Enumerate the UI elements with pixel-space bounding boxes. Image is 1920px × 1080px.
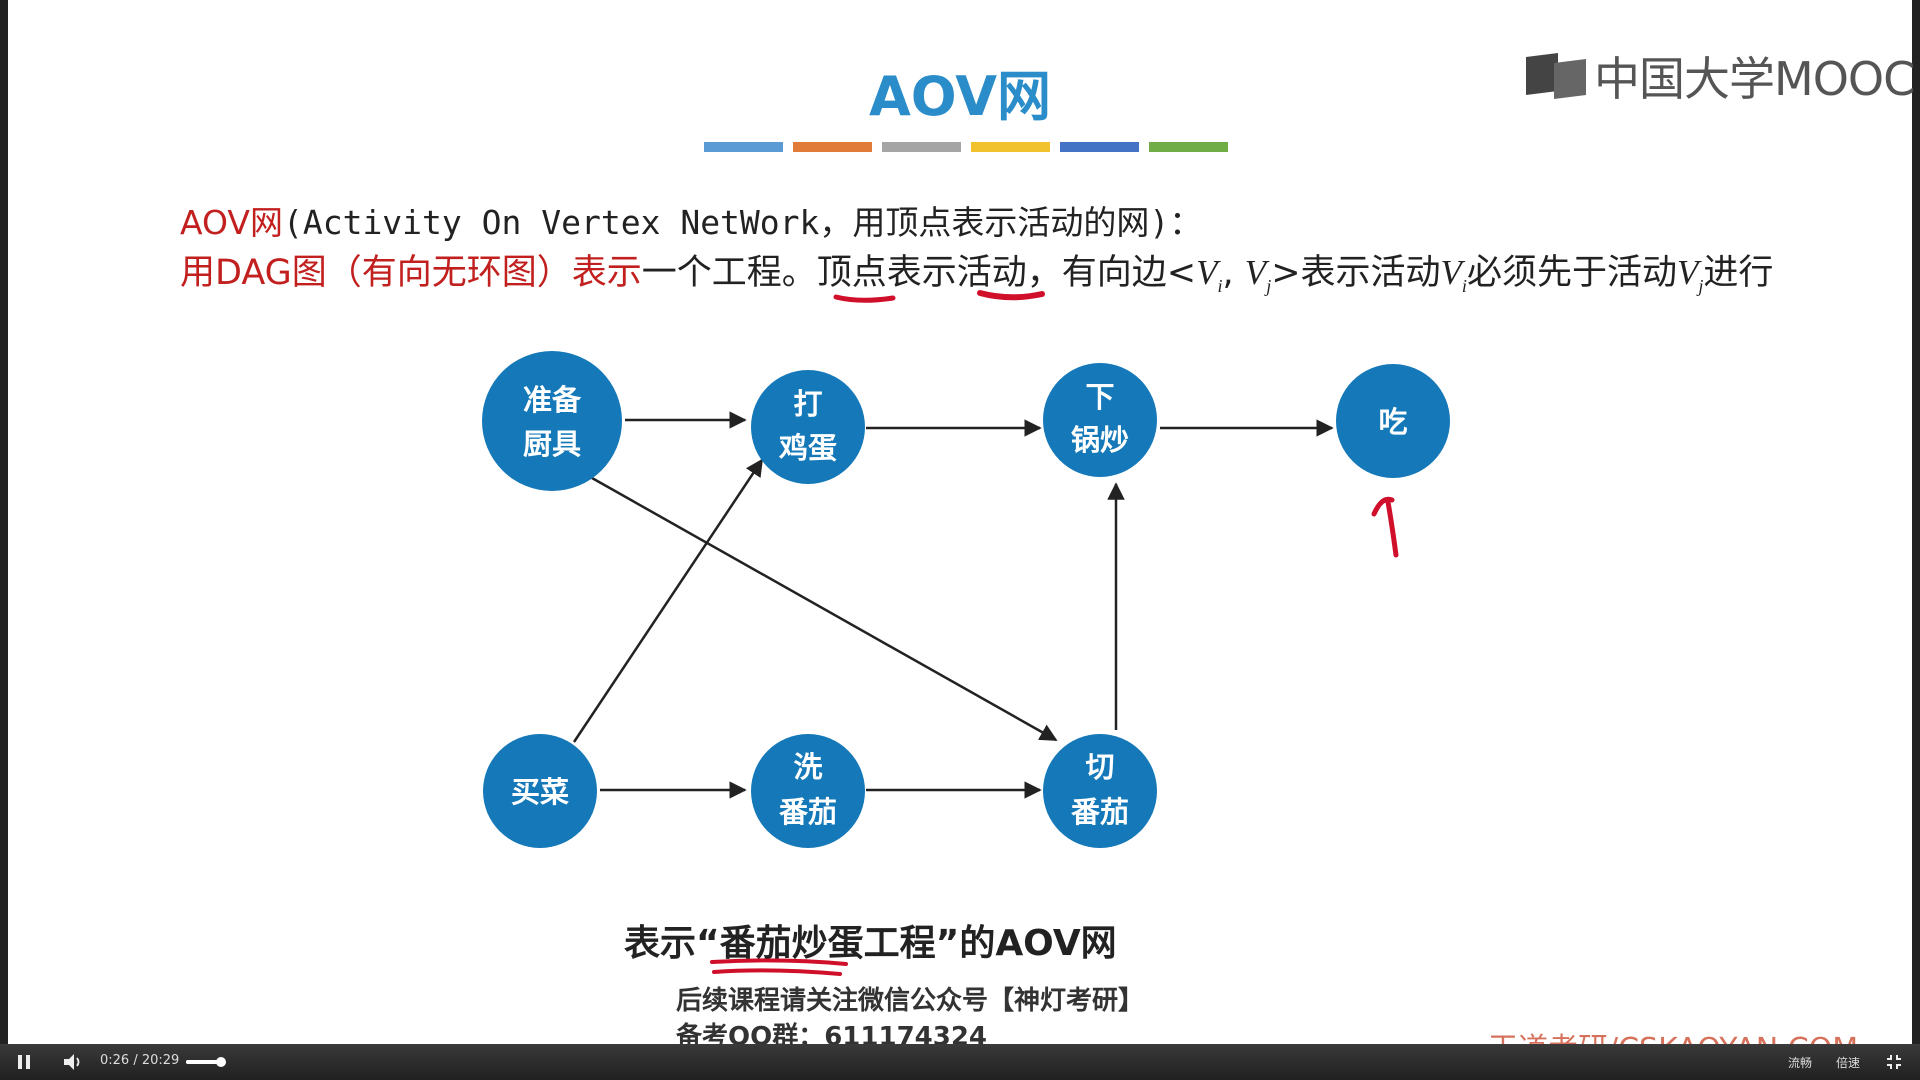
node-prepare-utensils: 准备 厨具 <box>482 351 622 491</box>
volume-button[interactable] <box>62 1052 84 1072</box>
mooc-logo-icon <box>1526 53 1586 99</box>
strip-segment-2 <box>793 142 872 152</box>
playback-time: 0:26 / 20:29 <box>100 1053 180 1068</box>
dag-phrase: 用DAG图（有向无环图）表示 <box>180 253 642 293</box>
vj-symbol: Vj <box>1244 253 1272 296</box>
definition-text-a: 一个工程。顶点表示活动，有向边< <box>641 253 1197 293</box>
definition-line-1: AOV网(Activity On Vertex NetWork，用顶点表示活动的… <box>180 196 1202 244</box>
node-beat-egg: 打 鸡蛋 <box>751 370 865 484</box>
progress-bar[interactable] <box>186 1057 226 1067</box>
svg-text:厨具: 厨具 <box>523 427 581 461</box>
edge-prepare-to-cut-tomato <box>591 476 1058 742</box>
definition-text-b: >表示活动 <box>1271 253 1441 293</box>
svg-text:买菜: 买菜 <box>511 775 569 809</box>
promo-wechat: 后续课程请关注微信公众号【神灯考研】 <box>676 986 1145 1016</box>
player-frame-left <box>0 0 8 1080</box>
definition-text-c: 必须先于活动 <box>1466 253 1677 293</box>
video-control-bar: 0:26 / 20:29 流畅 倍速 <box>0 1044 1920 1080</box>
pause-icon <box>18 1055 30 1069</box>
underline-annotation-activity <box>977 290 1045 301</box>
strip-segment-1 <box>704 142 783 152</box>
strip-segment-4 <box>971 142 1050 152</box>
svg-text:切: 切 <box>1085 750 1114 784</box>
exit-fullscreen-button[interactable] <box>1884 1053 1904 1071</box>
svg-text:吃: 吃 <box>1378 405 1407 439</box>
vi-symbol-2: Vi <box>1440 253 1467 296</box>
strip-segment-5 <box>1060 142 1139 152</box>
quality-selector[interactable]: 流畅 <box>1788 1056 1813 1070</box>
node-wash-tomato: 洗 番茄 <box>751 734 865 848</box>
edge-buy-veg-to-beat-egg <box>572 458 764 743</box>
symbol-comma: , <box>1222 253 1245 293</box>
slide-title: AOV网 <box>868 65 1052 128</box>
speed-selector[interactable]: 倍速 <box>1836 1056 1861 1070</box>
definition-text-d: 进行 <box>1703 253 1774 293</box>
svg-text:鸡蛋: 鸡蛋 <box>779 431 837 465</box>
volume-icon <box>64 1054 80 1070</box>
mooc-logo-text: 中国大学MOOC <box>1594 52 1915 106</box>
player-frame-right <box>1912 0 1920 1080</box>
node-cut-tomato: 切 番茄 <box>1043 734 1157 848</box>
exit-fullscreen-icon <box>1887 1055 1901 1069</box>
vj-symbol-2: Vj <box>1676 253 1704 296</box>
svg-text:番茄: 番茄 <box>779 795 837 829</box>
strip-segment-6 <box>1149 142 1228 152</box>
aov-expansion: (Activity On Vertex NetWork，用顶点表示活动的网)： <box>282 203 1203 242</box>
title-color-strip <box>704 142 1228 152</box>
node-eat: 吃 <box>1336 364 1450 478</box>
aov-network-diagram: 准备 厨具 打 鸡蛋 下 锅炒 吃 买菜 洗 番茄 切 番茄 <box>482 290 1450 976</box>
aov-term: AOV网 <box>180 203 283 242</box>
svg-text:锅炒: 锅炒 <box>1071 423 1129 457</box>
vi-symbol: Vi <box>1196 253 1223 296</box>
diagram-caption: 表示“番茄炒蛋工程”的AOV网 <box>624 923 1117 964</box>
progress-knob[interactable] <box>216 1057 226 1067</box>
underline-annotation-caption <box>710 958 848 976</box>
mooc-logo: 中国大学MOOC <box>1524 46 1915 106</box>
underline-annotation-vertex <box>833 294 896 303</box>
pause-button[interactable] <box>14 1053 34 1071</box>
svg-text:下: 下 <box>1085 380 1114 414</box>
node-stir-fry: 下 锅炒 <box>1043 363 1157 477</box>
arrow-annotation-eat <box>1371 496 1399 558</box>
definition-line-2: 用DAG图（有向无环图）表示一个工程。顶点表示活动，有向边<Vi, Vj>表示活… <box>180 244 1773 297</box>
strip-segment-3 <box>882 142 961 152</box>
svg-text:打: 打 <box>793 387 822 421</box>
node-buy-vegetables: 买菜 <box>483 734 597 848</box>
progress-fill <box>186 1060 218 1064</box>
svg-text:番茄: 番茄 <box>1071 795 1129 829</box>
svg-text:洗: 洗 <box>793 750 822 784</box>
svg-text:准备: 准备 <box>523 383 582 417</box>
